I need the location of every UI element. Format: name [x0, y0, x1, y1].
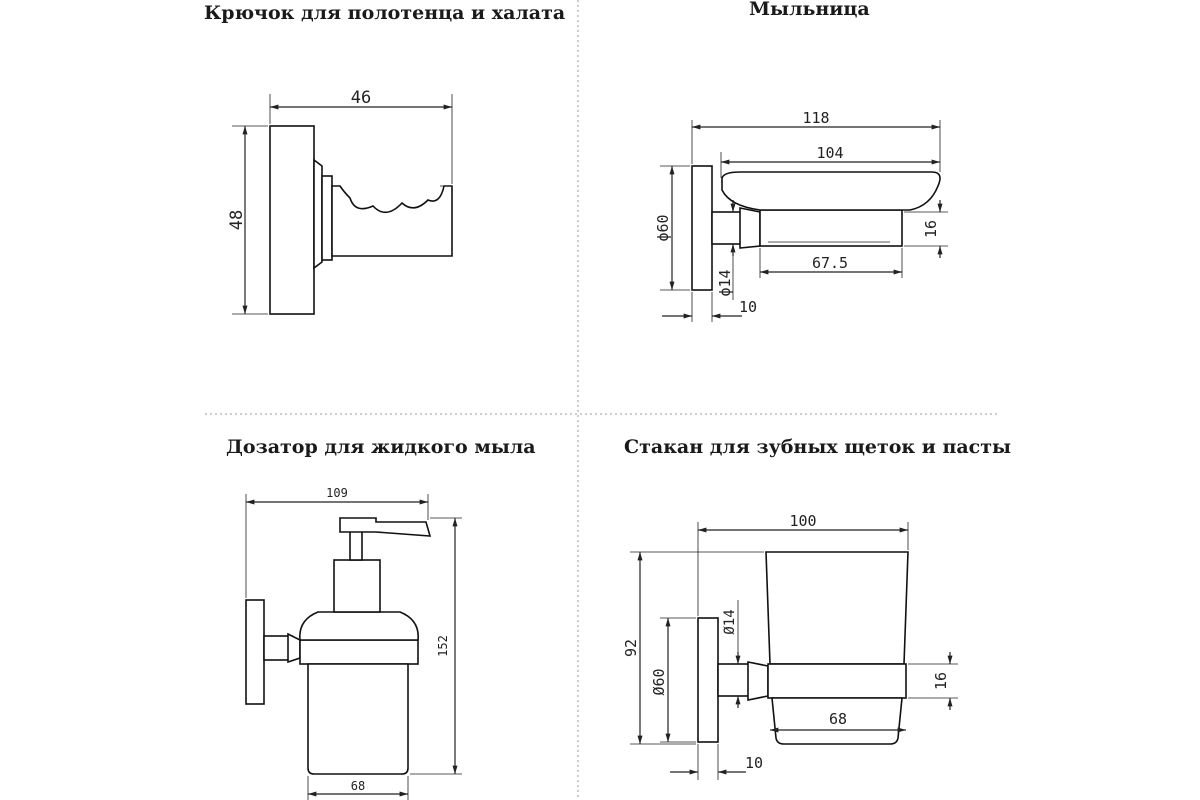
hook-title: Крючок для полотенца и халата [204, 2, 566, 24]
dispenser-title: Дозатор для жидкого мыла [226, 436, 536, 458]
soap-dish-offset-dimension: 10 [662, 292, 757, 322]
soap-dish-plate-label: ϕ60 [654, 214, 672, 241]
hook-height-label: 48 [227, 210, 247, 230]
tumbler-plate-dimension: Ø60 [650, 617, 696, 743]
soap-dish-rod-label: ϕ14 [716, 269, 734, 296]
tumbler-glass-dimension: 68 [770, 710, 906, 733]
hook-drawing [269, 125, 453, 315]
dispenser-drawing [245, 517, 432, 775]
dispenser-width-dimension: 109 [245, 486, 429, 598]
tumbler-holder-label: 16 [932, 672, 950, 690]
soap-dish-tray-dimension: 67.5 [759, 248, 903, 278]
hook-width-label: 46 [351, 88, 371, 108]
soap-dish-height-label: 16 [922, 220, 940, 238]
tumbler-offset-dimension: 10 [670, 744, 763, 780]
tumbler-height-dimension: 92 [622, 551, 764, 745]
tumbler-title: Стакан для зубных щеток и пасты [624, 436, 1012, 458]
hook-width-dimension: 46 [269, 88, 453, 184]
soap-dish-overall-label: 118 [802, 109, 829, 127]
soap-dish-plate-dimension: ϕ60 [654, 165, 690, 291]
tumbler-holder-dimension: 16 [908, 652, 958, 710]
tumbler-plate-label: Ø60 [650, 668, 668, 695]
soap-dish-tray-label: 67.5 [812, 254, 848, 272]
dispenser-width-label: 109 [326, 486, 348, 500]
dispenser-bottle-label: 68 [351, 779, 365, 793]
tumbler-height-label: 92 [622, 639, 640, 657]
soap-dish-title: Мыльница [749, 0, 870, 20]
tumbler-drawing [697, 551, 909, 745]
dispenser-height-label: 152 [436, 635, 450, 657]
tumbler-offset-label: 10 [745, 754, 763, 772]
soap-dish-width-dimension: 104 [720, 144, 940, 178]
tumbler-glass-label: 68 [829, 710, 847, 728]
soap-dish-offset-label: 10 [739, 298, 757, 316]
soap-dish-height-dimension: 16 [904, 200, 948, 258]
dispenser-height-dimension: 152 [410, 517, 462, 775]
tumbler-width-dimension: 100 [697, 512, 909, 616]
soap-dish-rod-dimension: ϕ14 [716, 200, 736, 300]
soap-dish-overall-dimension: 118 [691, 109, 941, 172]
tumbler-rod-label: Ø14 [722, 609, 738, 634]
dispenser-bottle-dimension: 68 [307, 776, 409, 800]
soap-dish-drawing [691, 165, 941, 291]
hook-height-dimension: 48 [227, 125, 268, 315]
soap-dish-width-label: 104 [816, 144, 843, 162]
tumbler-rod-dimension: Ø14 [722, 600, 741, 708]
tumbler-width-label: 100 [789, 512, 816, 530]
